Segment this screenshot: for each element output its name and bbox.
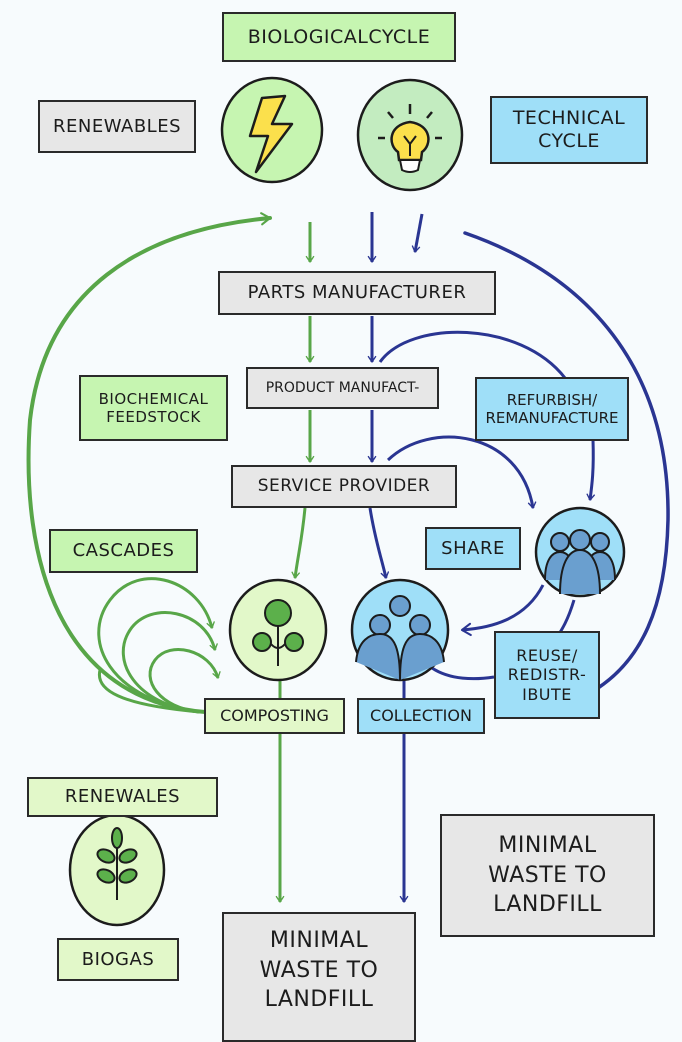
service-to-share-arc — [386, 435, 537, 509]
plant-leaves-icon — [68, 813, 166, 927]
light-bulb-icon — [356, 78, 464, 192]
cascade-arc-1 — [97, 577, 215, 714]
landfill-right-box: MINIMAL WASTE TO LANDFILL — [440, 814, 655, 937]
refurbish-loop — [378, 330, 567, 379]
cascades-box: CASCADES — [49, 529, 198, 573]
refurbish-to-share-arrow — [586, 439, 595, 501]
green-arrow-service-composting — [291, 507, 307, 579]
refurbish-remanufacture-box: REFURBISH/ REMANUFACTURE — [475, 377, 629, 441]
share-to-collection-arrow — [460, 584, 545, 637]
cascade-arc-2 — [121, 611, 218, 714]
biological-return-loop — [26, 212, 272, 714]
cascade-arc-3 — [148, 648, 221, 714]
collection-box: COLLECTION — [357, 698, 485, 734]
biological-cycle-label: BIOLOGICALCYCLE — [222, 12, 456, 62]
tree-sprout-icon — [228, 578, 328, 682]
renewables-top-label: RENEWABLES — [38, 100, 196, 153]
technical-outer-loop — [463, 231, 670, 690]
share-box: SHARE — [425, 527, 521, 570]
composting-box: COMPOSTING — [204, 698, 345, 734]
reuse-redistribute-box: REUSE/ REDISTR- IBUTE — [494, 631, 600, 719]
blue-arrow-service-collection — [368, 507, 390, 579]
renewales-bottom-label: RENEWALES — [27, 777, 218, 817]
biogas-label: BIOGAS — [57, 938, 179, 981]
parts-manufacturer-box: PARTS MANUFACTURER — [218, 271, 496, 315]
cascade-arc-4 — [97, 669, 201, 714]
collection-to-reuse-line — [431, 666, 495, 681]
service-provider-box: SERVICE PROVIDER — [231, 465, 457, 508]
biochemical-feedstock-box: BIOCHEMICAL FEEDSTOCK — [79, 375, 228, 441]
landfill-bottom-box: MINIMAL WASTE TO LANDFILL — [222, 912, 416, 1042]
product-manufacturer-box: PRODUCT MANUFACT- — [246, 367, 439, 409]
people-group-icon — [534, 506, 626, 598]
blue-input-arrow-2 — [411, 213, 424, 253]
technical-cycle-label: TECHNICAL CYCLE — [490, 96, 648, 164]
lightning-bolt-icon — [220, 76, 324, 184]
group-people-icon — [350, 578, 450, 682]
